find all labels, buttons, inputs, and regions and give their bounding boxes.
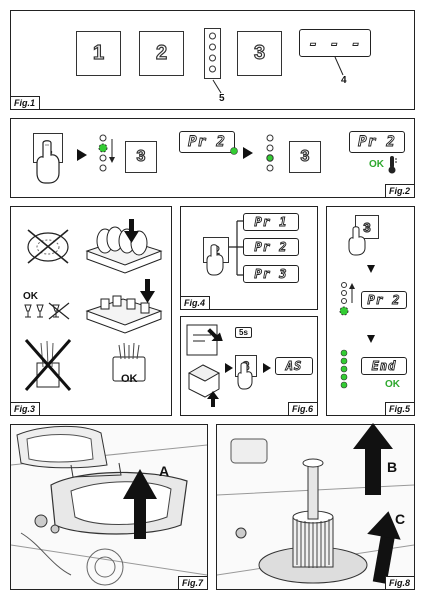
fig1-panel: 1 2 3 - - - 5 4 Fig.1 bbox=[10, 10, 415, 110]
fig4-display-pr2: Pr 2 bbox=[243, 238, 299, 256]
fig3-label: Fig.3 bbox=[11, 402, 41, 415]
fig5-ok-label: OK bbox=[385, 379, 400, 390]
arrow-down-icon bbox=[367, 265, 375, 273]
fig5-display-end: End bbox=[361, 357, 407, 375]
arrow-c-label: C bbox=[395, 511, 406, 527]
fig5-display-pr: Pr 2 bbox=[361, 291, 407, 309]
fig4-display-pr3: Pr 3 bbox=[243, 265, 299, 283]
fig4-display-pr1: Pr 1 bbox=[243, 213, 299, 231]
finger-press-icon bbox=[36, 140, 60, 184]
fig5-led-column-blink bbox=[339, 282, 355, 316]
fig3-panel: OK OK Fig.3 bbox=[10, 206, 172, 416]
cup-rack-icon bbox=[85, 279, 163, 334]
plate-rack-icon bbox=[85, 219, 163, 274]
fig8-panel: B C Fig.8 bbox=[216, 423, 415, 590]
callout-5: 5 bbox=[219, 93, 225, 104]
fig7-panel: A Fig.7 bbox=[10, 424, 208, 590]
arrow-right-icon bbox=[263, 363, 271, 373]
fig5-led-column-all-green bbox=[340, 349, 348, 389]
arrow-a-label: A bbox=[159, 463, 170, 479]
fig6-display: AS bbox=[275, 357, 313, 375]
thermometer-icon bbox=[388, 156, 397, 174]
cutlery-basket-icon bbox=[112, 342, 146, 382]
fig7-label: Fig.7 bbox=[177, 576, 207, 589]
finger-press-icon bbox=[206, 244, 224, 276]
fig2-button-3a: 3 bbox=[125, 141, 157, 173]
arrow-b-label: B bbox=[387, 459, 398, 475]
cutlery-prohibited-icon bbox=[24, 339, 72, 391]
fig2-display-led bbox=[230, 147, 238, 155]
fig2-panel: 1 3 Pr 2 3 Pr 2 OK Fig.2 bbox=[10, 118, 415, 198]
fig1-label: Fig.1 bbox=[11, 96, 41, 109]
fig2-led-column-static bbox=[266, 134, 274, 172]
fig2-label: Fig.2 bbox=[384, 184, 414, 197]
timer-label: 5s bbox=[235, 327, 252, 338]
arrow-right-icon bbox=[77, 149, 87, 161]
callout-4: 4 bbox=[341, 75, 347, 86]
finger-press-icon bbox=[348, 226, 366, 256]
fig6-label: Fig.6 bbox=[287, 402, 317, 415]
arrow-right-icon bbox=[243, 147, 253, 159]
fig1-button-2: 2 bbox=[139, 31, 184, 76]
fig2-display-a: Pr 2 bbox=[179, 131, 235, 153]
fig2-led-column-blink bbox=[98, 134, 115, 172]
fig4-panel: 2 Pr 1 Pr 2 Pr 3 Fig.4 bbox=[180, 206, 318, 310]
filter-cylinder-drawing bbox=[216, 423, 415, 589]
fig2-button-3b: 3 bbox=[289, 141, 321, 173]
fig1-display: - - - bbox=[299, 29, 371, 57]
dish-prohibited-icon bbox=[27, 229, 69, 264]
fig1-button-1: 1 bbox=[76, 31, 121, 76]
door-close-sequence-icon bbox=[186, 324, 223, 407]
fig8-label: Fig.8 bbox=[384, 576, 414, 589]
fig2-display-b: Pr 2 bbox=[349, 131, 405, 153]
arrow-right-icon bbox=[225, 363, 233, 373]
fig6-panel: 5s 3 AS Fig.6 bbox=[180, 316, 318, 416]
fig4-branch-lines bbox=[229, 220, 243, 276]
fig1-led-column bbox=[204, 28, 221, 79]
glasses-icon bbox=[24, 302, 70, 320]
fig5-label: Fig.5 bbox=[384, 402, 414, 415]
fig1-callout-lines bbox=[212, 56, 344, 94]
fig4-label: Fig.4 bbox=[181, 296, 211, 309]
arrow-down-icon bbox=[367, 335, 375, 343]
fig3-ok-top-label: OK bbox=[23, 291, 38, 302]
fig3-ok-bottom-label: OK bbox=[121, 373, 138, 385]
fig2-ok-label: OK bbox=[369, 159, 384, 170]
fig1-button-3: 3 bbox=[237, 31, 282, 76]
fig5-panel: 3 Pr 2 End OK Fig.5 bbox=[326, 206, 415, 416]
finger-press-icon bbox=[237, 362, 253, 390]
filter-drawing bbox=[10, 425, 208, 589]
